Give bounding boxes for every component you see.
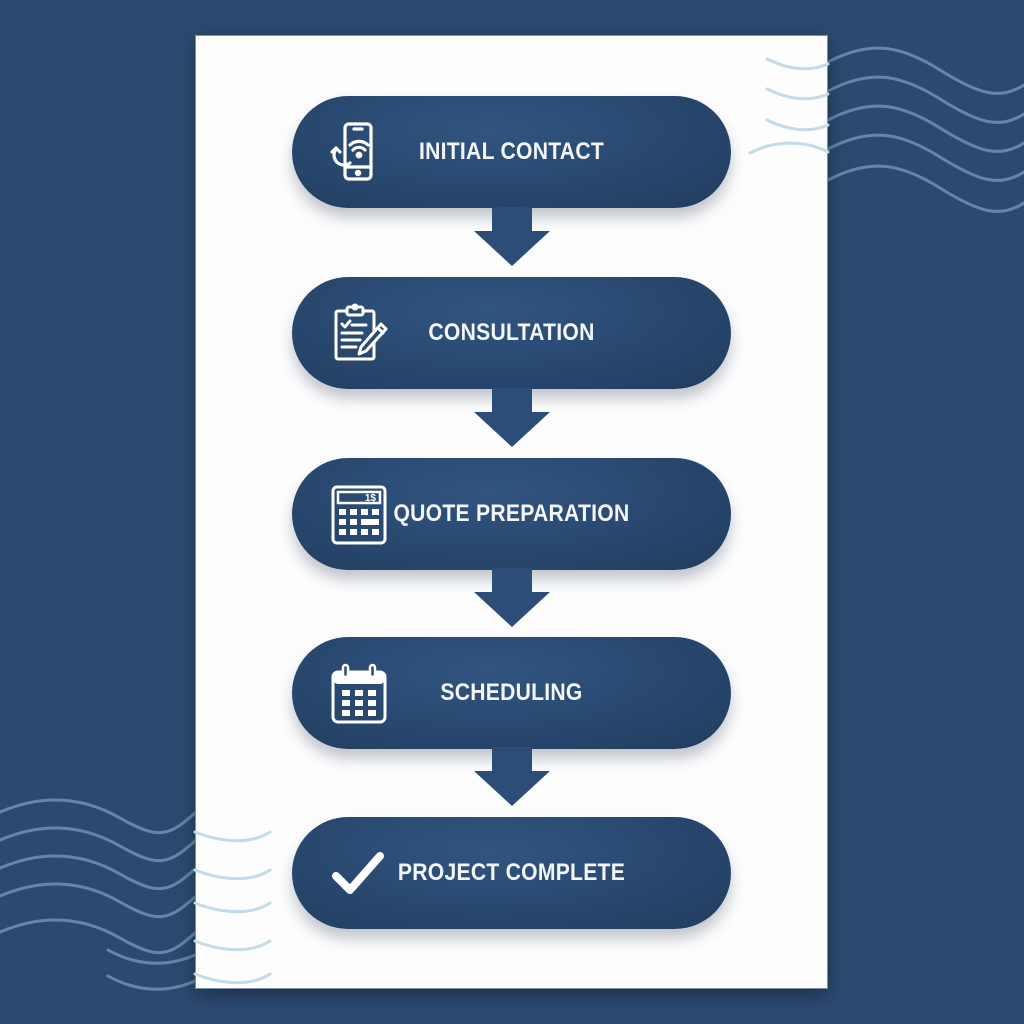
smartphone-signal-icon bbox=[328, 121, 390, 183]
down-arrow-icon bbox=[474, 747, 550, 806]
step-initial-contact[interactable]: INITIAL CONTACT bbox=[292, 96, 731, 208]
step-scheduling[interactable]: SCHEDULING bbox=[292, 637, 731, 749]
calculator-icon: 1$ bbox=[328, 483, 390, 545]
calendar-icon bbox=[328, 662, 390, 724]
step-label: SCHEDULING bbox=[440, 679, 583, 706]
step-project-complete[interactable]: PROJECT COMPLETE bbox=[292, 817, 731, 929]
step-label: CONSULTATION bbox=[428, 319, 595, 346]
step-quote-preparation[interactable]: 1$ QUOTE PREPARATION bbox=[292, 458, 731, 570]
down-arrow-icon bbox=[474, 207, 550, 266]
step-label: INITIAL CONTACT bbox=[418, 138, 605, 165]
down-arrow-icon bbox=[474, 568, 550, 627]
clipboard-pen-icon bbox=[328, 302, 390, 364]
checkmark-icon bbox=[328, 842, 390, 904]
step-label: PROJECT COMPLETE bbox=[397, 859, 626, 886]
step-consultation[interactable]: CONSULTATION bbox=[292, 277, 731, 389]
step-label: QUOTE PREPARATION bbox=[393, 500, 630, 527]
calculator-display-text: 1$ bbox=[365, 493, 377, 504]
down-arrow-icon bbox=[474, 388, 550, 447]
